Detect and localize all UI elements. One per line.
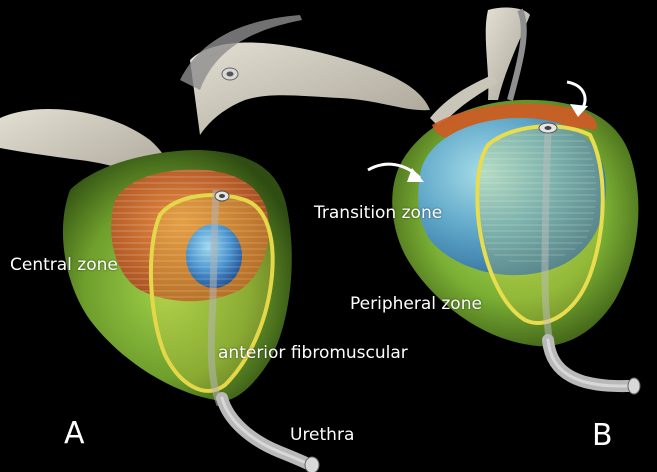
seminal-vesicle-right [190,43,430,136]
urethra-tube-b [548,340,632,386]
urethra-end-b [628,378,640,394]
urethra-opening-a-lumen [219,194,225,198]
duct-lumen [227,72,234,77]
label-central-zone: Central zone [10,255,118,275]
panel-label-a: A [64,416,85,451]
label-transition-zone: Transition zone [314,203,442,223]
urethra-opening-b-lumen [545,126,552,130]
panel-a-drawing [0,15,430,472]
label-urethra: Urethra [290,425,354,445]
panel-b-drawing [368,8,640,394]
urethra-end-a [305,457,319,472]
panel-label-b: B [592,418,613,453]
label-anterior-fibromuscular: anterior fibromuscular [218,343,408,363]
label-peripheral-zone: Peripheral zone [350,294,482,314]
